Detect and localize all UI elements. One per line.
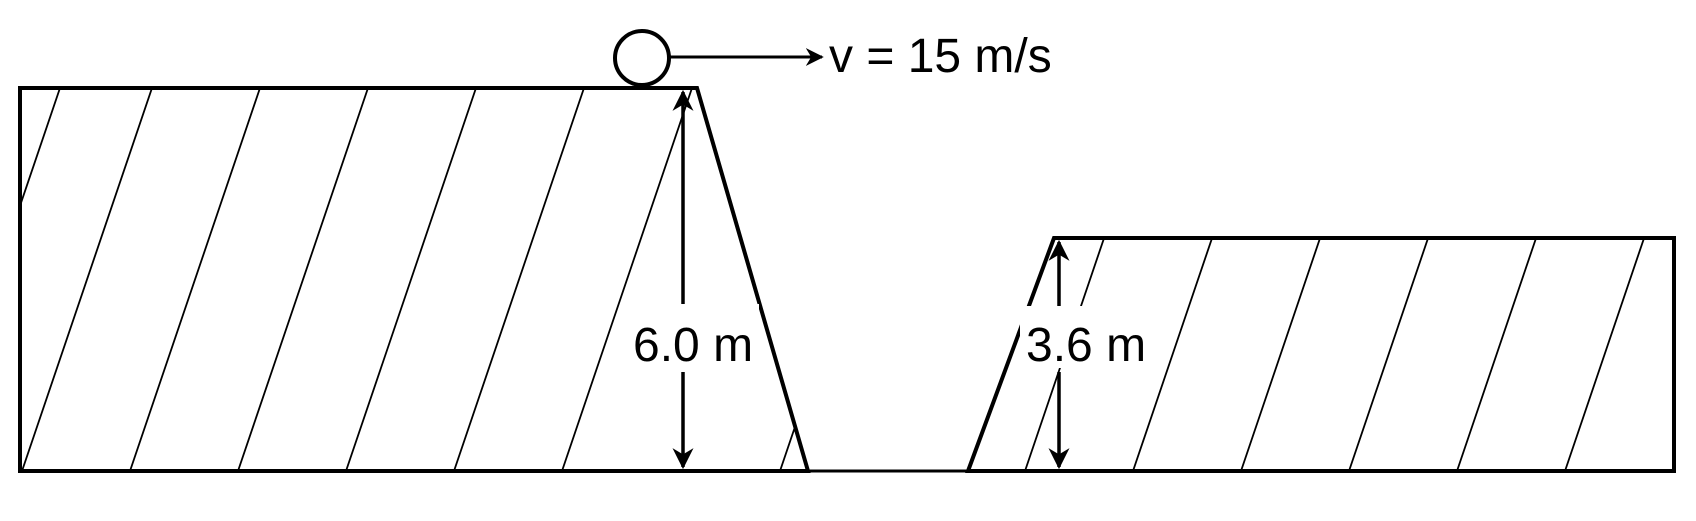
right-height-label: 3.6 m <box>1026 319 1146 372</box>
right-height-label-bg <box>1020 306 1154 368</box>
left-height-label: 6.0 m <box>633 319 753 372</box>
right-cliff <box>965 236 1676 473</box>
left-height-label-bg <box>629 304 759 368</box>
left-cliff-hatching <box>20 88 808 471</box>
ball <box>613 29 671 87</box>
velocity-label: v = 15 m/s <box>829 30 1052 83</box>
right-cliff-hatching <box>1024 238 1674 471</box>
left-cliff <box>18 86 811 473</box>
